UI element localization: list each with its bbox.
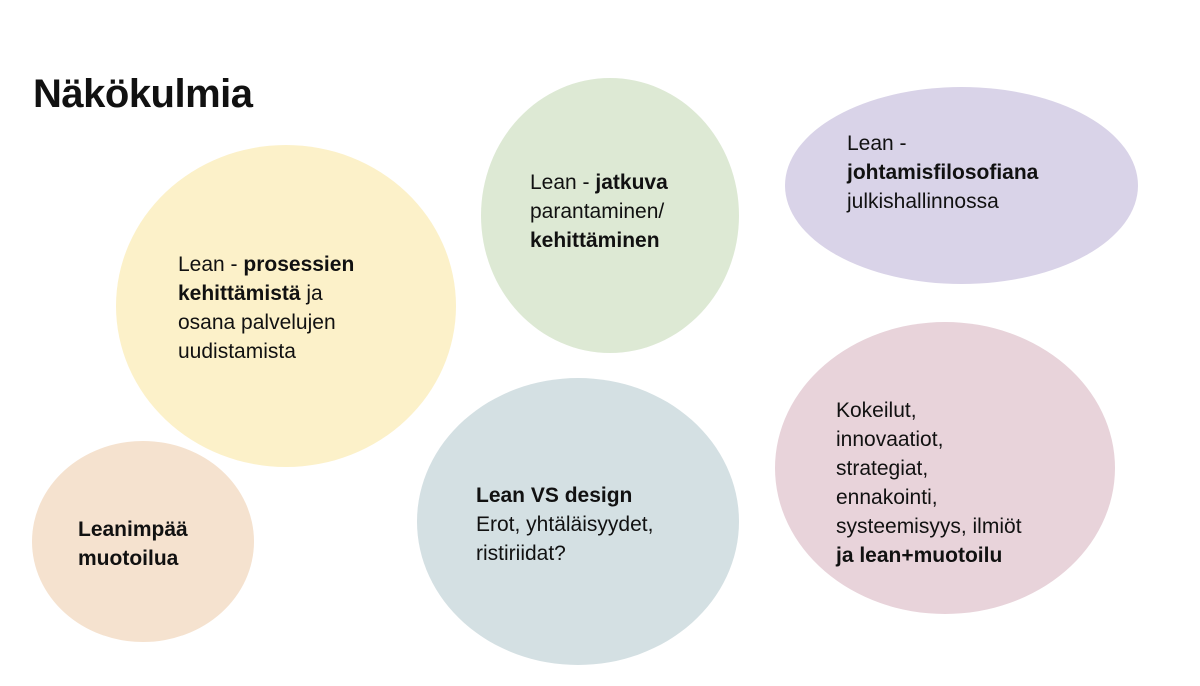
text-line: strategiat,	[836, 457, 929, 480]
bubble-lean-vs-design	[417, 378, 739, 665]
text-line: Lean - prosessien	[178, 250, 354, 279]
text-line: parantaminen/	[530, 200, 665, 223]
bubble-process-text: Lean - prosessien kehittämistä ja osana …	[178, 250, 354, 366]
text-bold: ja lean+muotoilu	[836, 544, 1003, 567]
text-bold: Leanimpää	[78, 518, 188, 541]
bubble-continuous-improvement	[481, 78, 739, 353]
text-line: johtamisfilosofiana	[847, 158, 1038, 187]
bubble-experiments	[775, 322, 1115, 614]
text-bold: jatkuva	[595, 171, 668, 194]
text-bold: kehittämistä	[178, 282, 301, 305]
text-line: Lean VS design	[476, 481, 653, 510]
text-line: julkishallinnossa	[847, 190, 999, 213]
text-line: systeemisyys, ilmiöt	[836, 515, 1022, 538]
text-bold: johtamisfilosofiana	[847, 161, 1039, 184]
text-line: uudistamista	[178, 340, 296, 363]
text-bold: Lean VS design	[476, 484, 633, 507]
text-line: Kokeilut,	[836, 399, 917, 422]
text-line: muotoilua	[78, 544, 188, 573]
text-line: ja lean+muotoilu	[836, 541, 1022, 570]
text-line: ennakointi,	[836, 486, 938, 509]
text-line: osana palvelujen	[178, 311, 336, 334]
text-plain: Lean -	[178, 253, 244, 276]
text-bold: muotoilua	[78, 547, 179, 570]
bubble-continuous-text: Lean - jatkuva parantaminen/ kehittämine…	[530, 168, 668, 255]
text-line: Erot, yhtäläisyydet,	[476, 513, 654, 536]
text-bold: kehittäminen	[530, 229, 660, 252]
text-line: kehittäminen	[530, 226, 668, 255]
text-line: ristiriidat?	[476, 542, 566, 565]
text-line: kehittämistä ja	[178, 279, 354, 308]
text-line: innovaatiot,	[836, 428, 944, 451]
bubble-leaner-text: Leanimpää muotoilua	[78, 515, 188, 573]
bubble-management-philosophy	[785, 87, 1138, 284]
text-line: Lean - jatkuva	[530, 168, 668, 197]
bubble-process-development	[116, 145, 456, 467]
text-bold: prosessien	[243, 253, 355, 276]
text-line: Lean -	[847, 132, 907, 155]
bubble-leaner-design	[32, 441, 254, 642]
bubble-versus-text: Lean VS design Erot, yhtäläisyydet, rist…	[476, 481, 653, 568]
text-plain: Lean -	[530, 171, 596, 194]
page-title: Näkökulmia	[33, 72, 253, 116]
text-line: Leanimpää	[78, 515, 188, 544]
text-plain: ja	[300, 282, 323, 305]
bubble-experiments-text: Kokeilut, innovaatiot, strategiat, ennak…	[836, 396, 1022, 570]
bubble-philosophy-text: Lean - johtamisfilosofiana julkishallinn…	[847, 129, 1038, 216]
